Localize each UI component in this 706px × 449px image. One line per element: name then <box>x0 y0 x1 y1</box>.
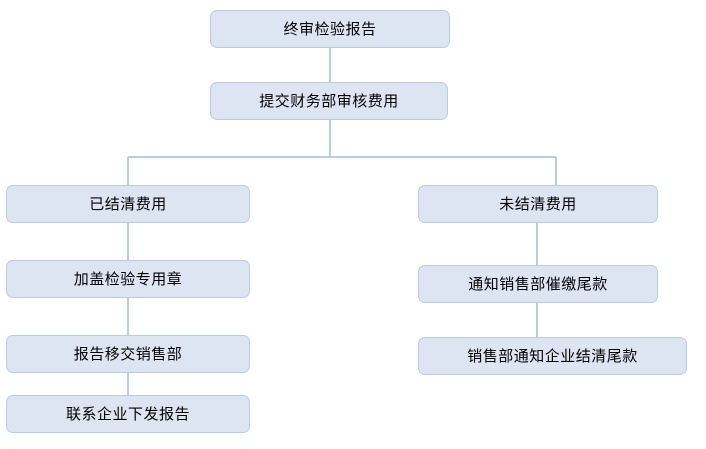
node-submit-finance-review-fee[interactable]: 提交财务部审核费用 <box>210 82 448 120</box>
node-label: 未结清费用 <box>499 195 577 213</box>
node-notify-sales-dept-collect-balance[interactable]: 通知销售部催缴尾款 <box>418 265 658 303</box>
node-report-to-sales-dept[interactable]: 报告移交销售部 <box>6 335 250 373</box>
node-label: 联系企业下发报告 <box>65 405 190 423</box>
node-label: 加盖检验专用章 <box>73 270 183 288</box>
node-sales-dept-notify-enterprise-settle-balance[interactable]: 销售部通知企业结清尾款 <box>418 337 687 375</box>
node-label: 通知销售部催缴尾款 <box>468 275 608 293</box>
node-fee-unsettled[interactable]: 未结清费用 <box>418 185 658 223</box>
node-label: 已结清费用 <box>89 195 167 213</box>
node-affix-inspection-seal[interactable]: 加盖检验专用章 <box>6 260 250 298</box>
node-final-inspection-report[interactable]: 终审检验报告 <box>210 10 450 48</box>
node-label: 报告移交销售部 <box>73 345 183 363</box>
node-contact-enterprise-issue-report[interactable]: 联系企业下发报告 <box>6 395 250 433</box>
node-label: 销售部通知企业结清尾款 <box>467 347 638 365</box>
node-label: 提交财务部审核费用 <box>259 92 399 110</box>
node-label: 终审检验报告 <box>283 20 377 38</box>
node-fee-settled[interactable]: 已结清费用 <box>6 185 250 223</box>
